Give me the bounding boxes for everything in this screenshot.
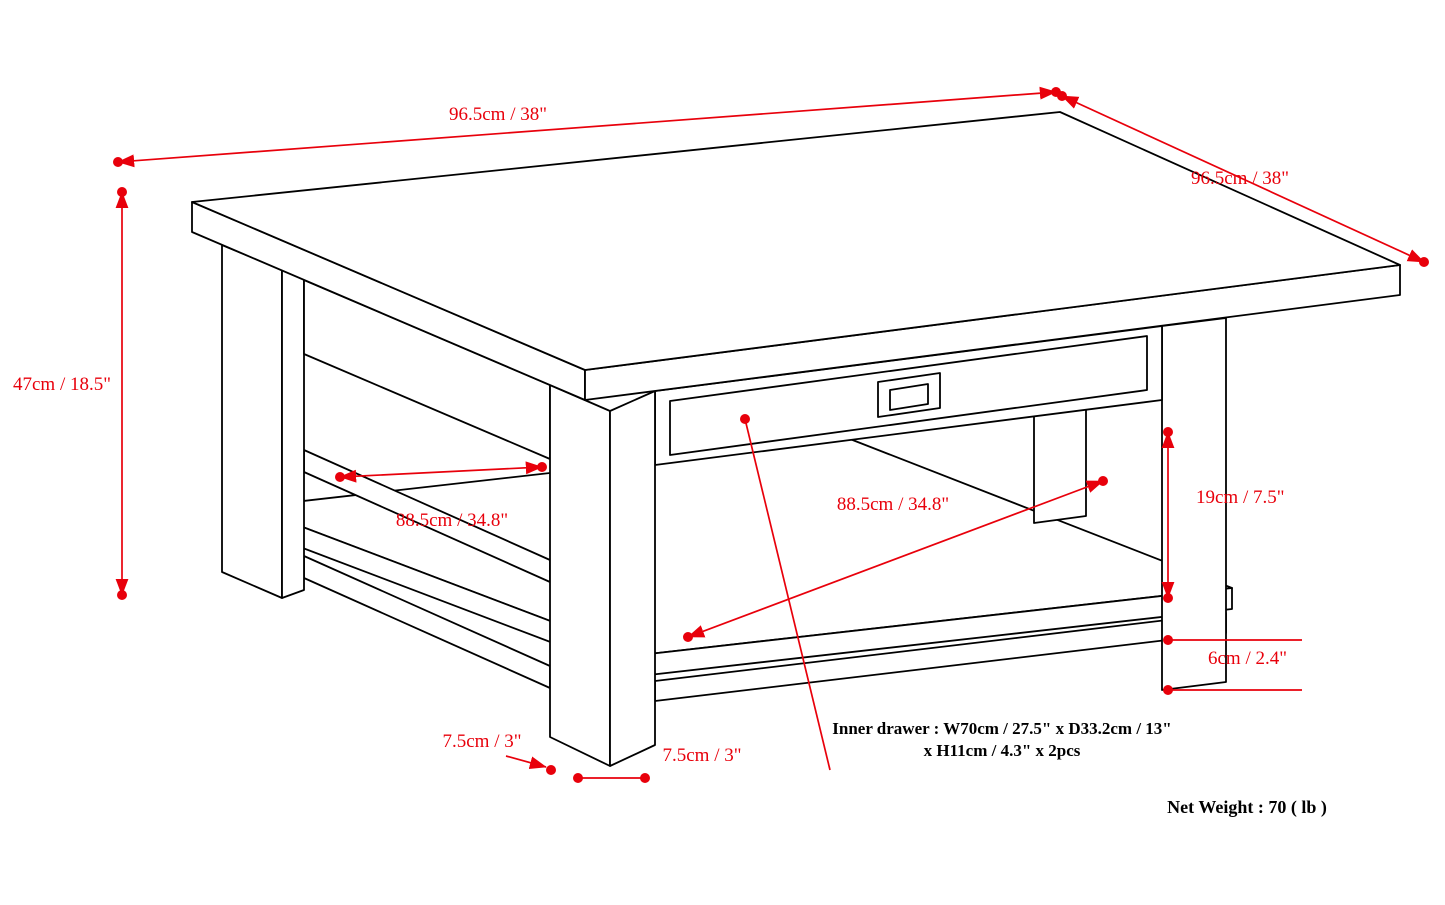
dim-top-depth: 96.5cm / 38" (1057, 91, 1429, 267)
dim-leg-side-label: 7.5cm / 3" (443, 731, 522, 752)
dim-top-depth-line (1061, 95, 1425, 263)
dim-dot (573, 773, 583, 783)
dim-dot (117, 590, 127, 600)
inner-drawer-note-line2: x H11cm / 4.3" x 2pcs (924, 741, 1081, 760)
inner-drawer-callout: Inner drawer : W70cm / 27.5" x D33.2cm /… (740, 414, 1172, 771)
dim-dot (1163, 427, 1173, 437)
dimension-annotations: 96.5cm / 38" 96.5cm / 38" 47cm / 18.5" 8… (13, 86, 1429, 818)
dim-dot (335, 472, 345, 482)
dim-base-clearance-label: 6cm / 2.4" (1208, 648, 1287, 669)
dim-top-depth-label: 96.5cm / 38" (1191, 168, 1289, 189)
left-leg-front-face (221, 244, 283, 599)
dim-dot (546, 765, 556, 775)
front-leg-right-face (609, 390, 656, 767)
front-leg-left-face (549, 384, 611, 767)
dim-leg-side: 7.5cm / 3" (443, 731, 556, 775)
net-weight-note: Net Weight : 70 ( lb ) (1167, 797, 1327, 818)
dim-base-clearance: 6cm / 2.4" (1163, 635, 1302, 695)
back-leg (1033, 407, 1087, 524)
dim-shelf-span-front: 88.5cm / 34.8" (683, 476, 1108, 642)
dim-top-width: 96.5cm / 38" (113, 86, 1061, 168)
dim-shelf-span-side-line (339, 461, 543, 483)
dim-shelf-span-front-line (687, 480, 1104, 638)
dim-dot (1163, 593, 1173, 603)
dim-height: 47cm / 18.5" (13, 187, 129, 600)
dim-dot (1098, 476, 1108, 486)
dim-dot (683, 632, 693, 642)
dim-dot (117, 187, 127, 197)
dim-top-width-line (117, 86, 1057, 168)
inner-drawer-leader-line (744, 418, 831, 771)
dim-dot (740, 414, 750, 424)
dim-shelf-span-front-label: 88.5cm / 34.8" (837, 494, 949, 515)
dim-leg-side-leader (505, 755, 547, 769)
dim-leg-front: 7.5cm / 3" (573, 745, 742, 783)
dim-dot (1163, 635, 1173, 645)
dim-shelf-span-side: 88.5cm / 34.8" (335, 461, 547, 531)
dim-dot (640, 773, 650, 783)
dim-dot (537, 462, 547, 472)
dim-dot (1419, 257, 1429, 267)
inner-drawer-note-line1: Inner drawer : W70cm / 27.5" x D33.2cm /… (832, 719, 1172, 738)
dim-apron-height: 19cm / 7.5" (1161, 427, 1285, 603)
dim-apron-height-label: 19cm / 7.5" (1196, 487, 1285, 508)
dim-height-label: 47cm / 18.5" (13, 374, 111, 395)
dim-shelf-span-side-label: 88.5cm / 34.8" (396, 510, 508, 531)
dim-top-width-label: 96.5cm / 38" (449, 104, 547, 125)
dim-dot (1057, 91, 1067, 101)
dim-dot (113, 157, 123, 167)
dim-leg-front-label: 7.5cm / 3" (663, 745, 742, 766)
drawer-handle-cup (889, 383, 929, 411)
left-leg-side-face (281, 267, 305, 599)
dim-dot (1163, 685, 1173, 695)
